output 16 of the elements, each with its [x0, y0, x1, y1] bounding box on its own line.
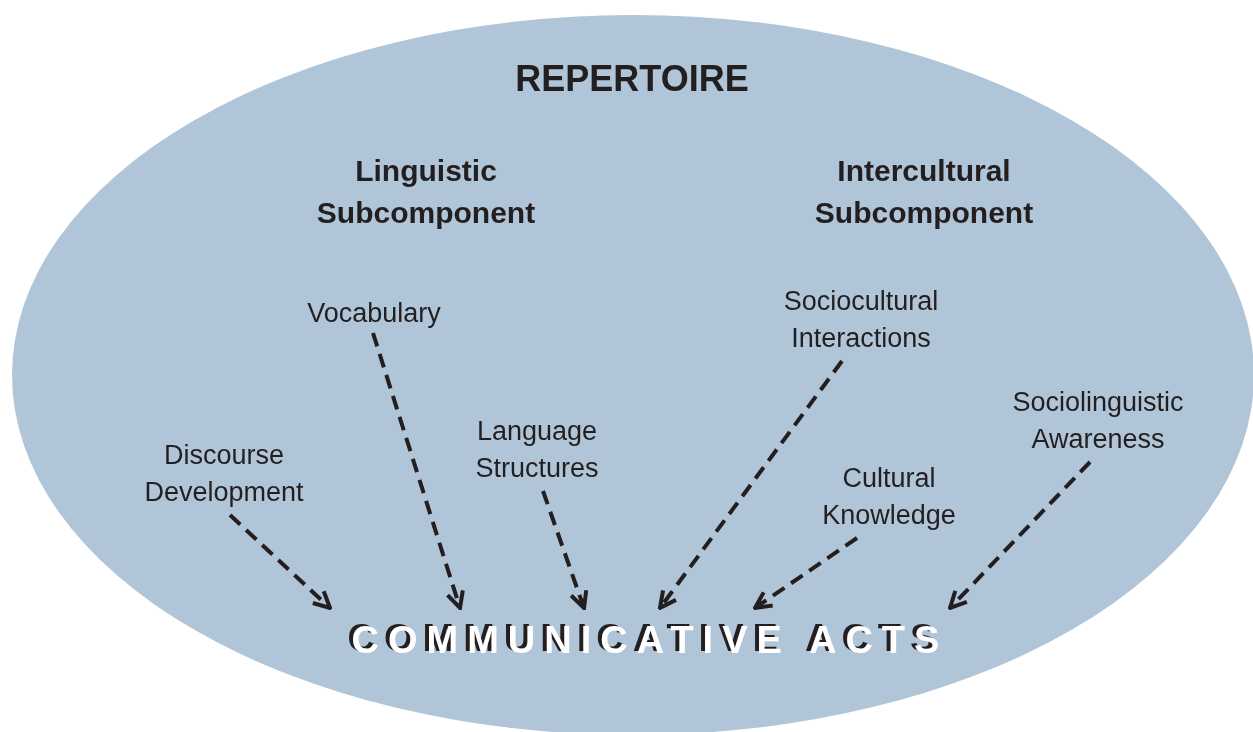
component-label: Sociolinguistic Awareness [1011, 386, 1185, 456]
subcomponent-heading: Linguistic Subcomponent [315, 153, 537, 231]
outcome-heading: COMMUNICATIVE ACTS [350, 618, 950, 663]
dashed-arrow [753, 536, 859, 610]
dashed-arrow [658, 359, 844, 610]
component-label: Cultural Knowledge [821, 462, 957, 532]
title-heading: REPERTOIRE [514, 60, 750, 97]
component-label: Vocabulary [306, 297, 442, 330]
dashed-arrow [228, 513, 332, 610]
component-label: Language Structures [474, 415, 600, 485]
component-label: Discourse Development [143, 439, 305, 509]
dashed-arrow [948, 460, 1092, 610]
dashed-arrow [371, 332, 465, 610]
subcomponent-heading: Intercultural Subcomponent [813, 153, 1035, 231]
component-label: Sociocultural Interactions [782, 285, 940, 355]
dashed-arrow [541, 490, 589, 610]
